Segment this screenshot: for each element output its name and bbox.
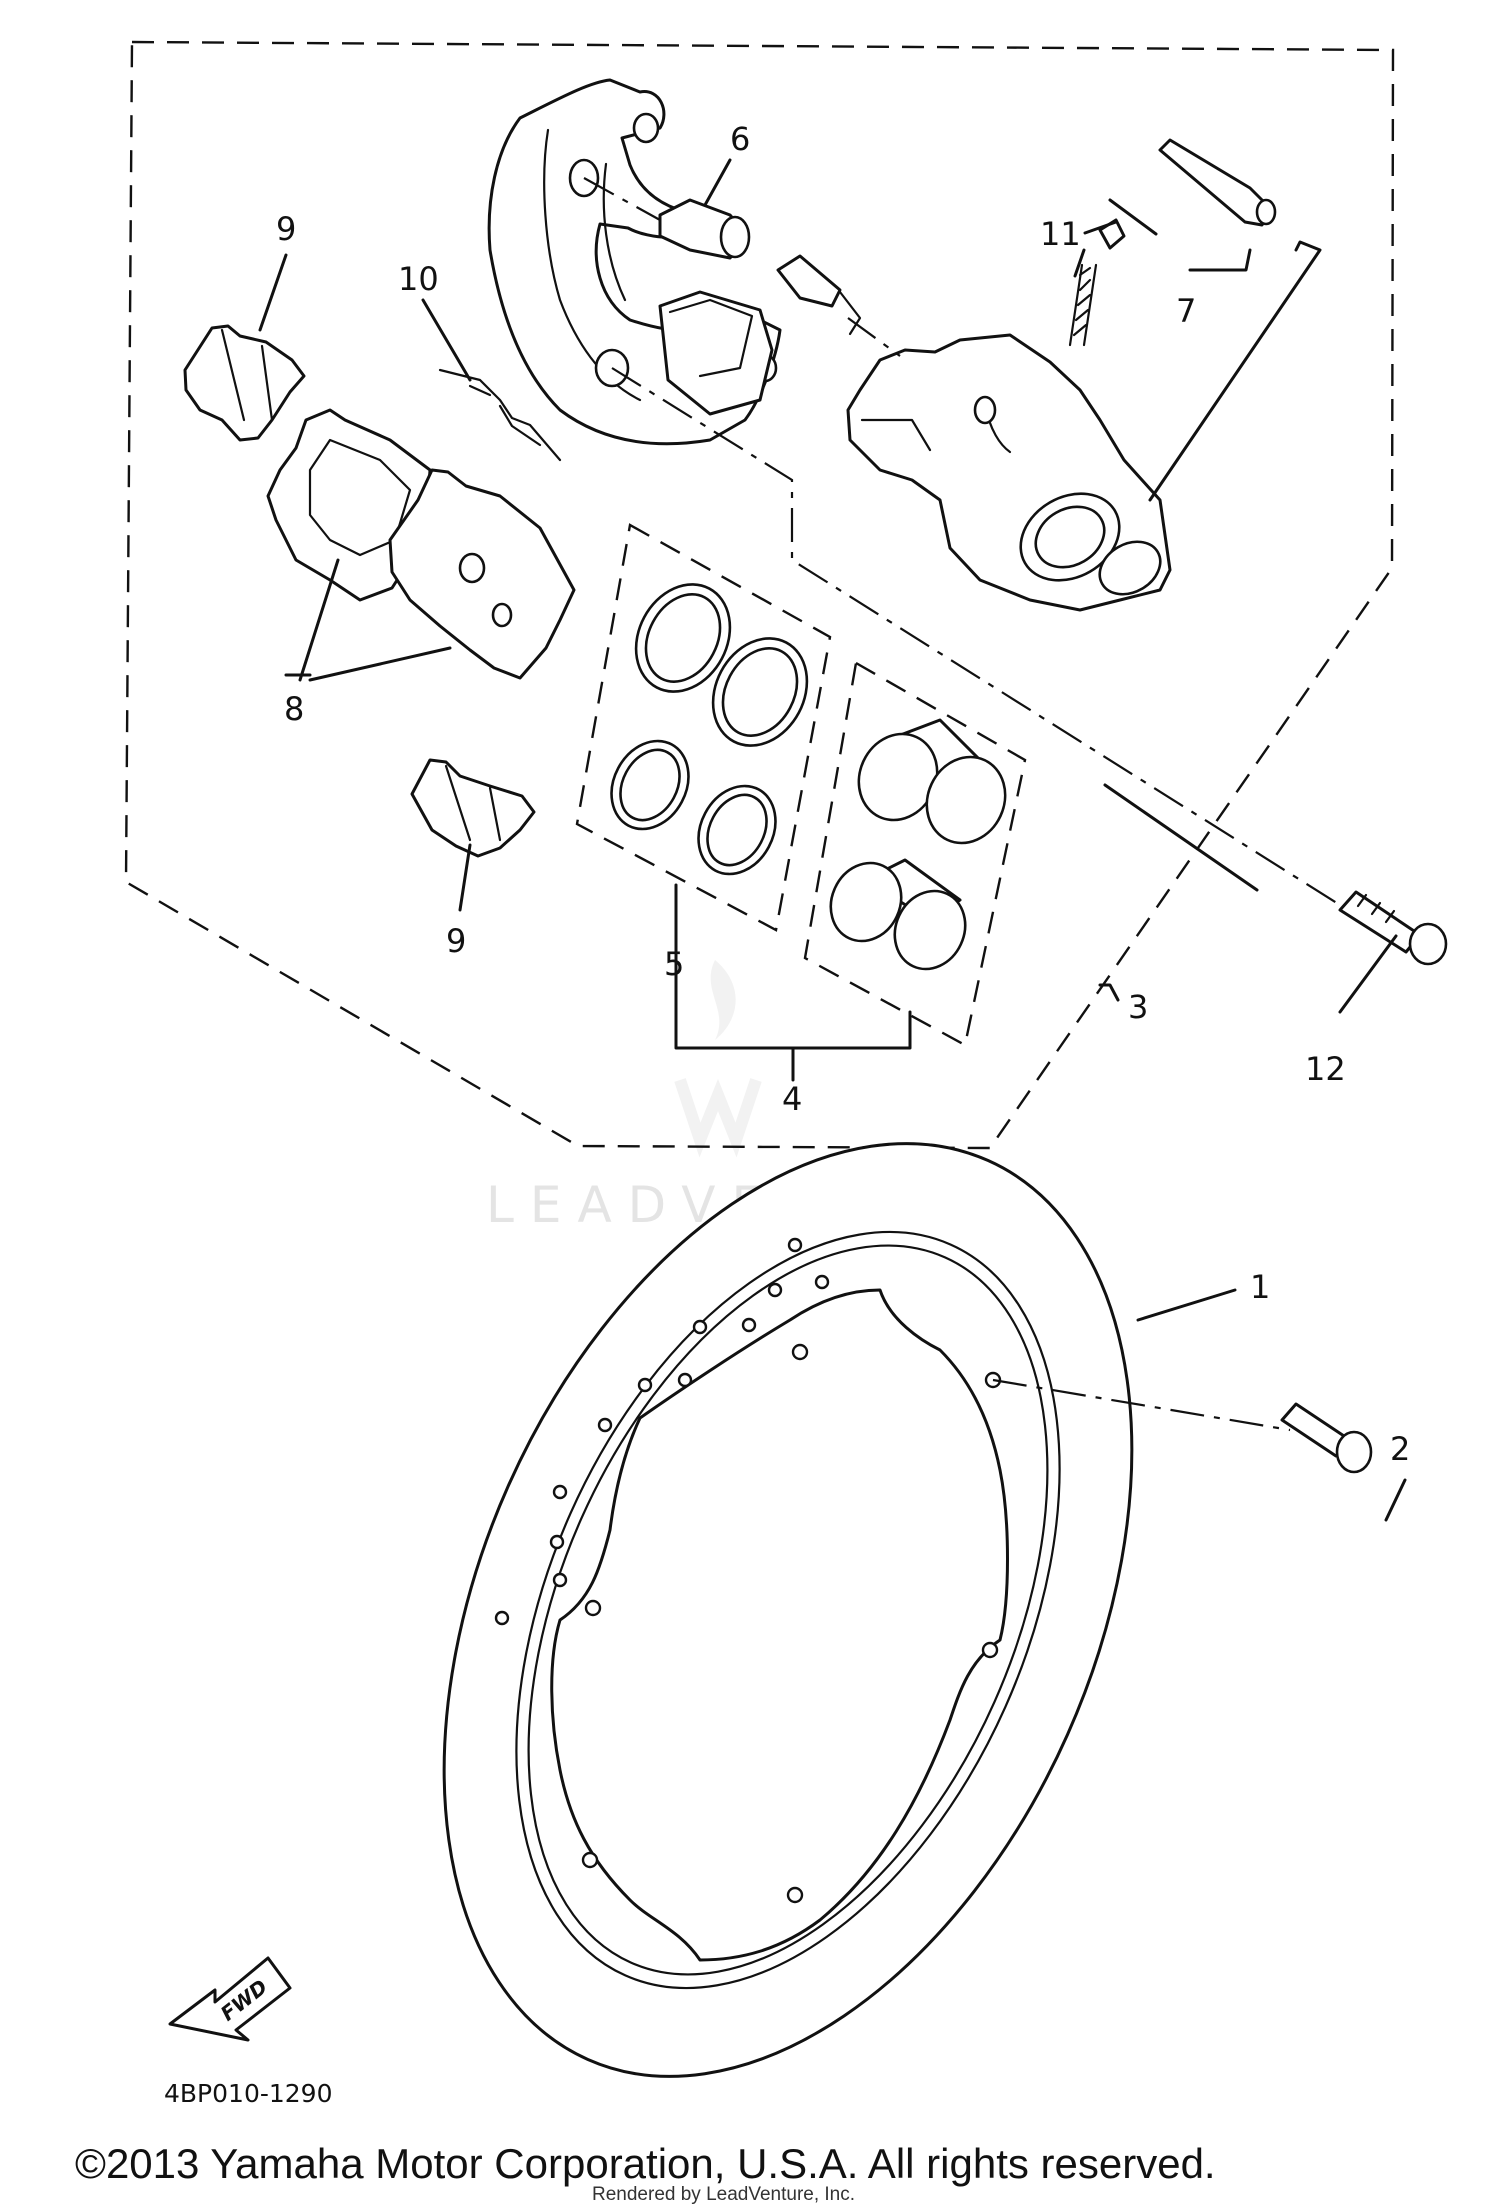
watermark-logo-icon — [674, 960, 762, 1158]
figure-code: 4BP010-1290 — [164, 2079, 333, 2108]
slide-pin-6 — [658, 198, 862, 336]
callout-3: 3 — [1128, 988, 1148, 1026]
callout-9-lower: 9 — [446, 922, 466, 960]
callout-7: 7 — [1176, 292, 1196, 330]
alignment-lines — [583, 177, 1341, 1432]
callout-5: 5 — [664, 945, 684, 983]
callout-8: 8 — [284, 690, 304, 728]
callout-1: 1 — [1250, 1268, 1270, 1306]
leader-lines — [258, 158, 1407, 1522]
callout-11: 11 — [1040, 215, 1081, 253]
pad-spring — [438, 368, 562, 462]
disc-bolt — [1280, 1402, 1373, 1474]
callout-10: 10 — [398, 260, 439, 298]
slide-pin-7 — [1158, 138, 1277, 227]
pad-clip-lower — [410, 758, 536, 858]
rendered-by-notice: Rendered by LeadVenture, Inc. — [592, 2184, 855, 2205]
callout-12: 12 — [1305, 1050, 1346, 1088]
piston-seals — [610, 583, 809, 876]
brake-pads — [266, 408, 576, 680]
callout-4: 4 — [782, 1080, 802, 1118]
caliper-bracket — [487, 78, 782, 446]
caliper-body — [846, 333, 1172, 612]
caliper-assembly-boundary — [124, 40, 1395, 1150]
piston-kit-boundary — [803, 661, 1027, 1047]
callout-9-upper: 9 — [276, 210, 296, 248]
caliper-bolt — [1338, 890, 1448, 966]
fwd-direction-arrow: FWD — [168, 1956, 292, 2042]
callout-6: 6 — [730, 120, 750, 158]
copyright-notice: ©2013 Yamaha Motor Corporation, U.S.A. A… — [75, 2140, 1216, 2187]
brake-disc — [442, 1142, 1134, 2078]
seal-kit-boundary — [575, 523, 832, 932]
pad-clip-upper — [183, 324, 306, 442]
callouts: 1 2 3 4 5 6 7 8 9 9 10 11 12 — [276, 120, 1410, 1468]
callout-2: 2 — [1390, 1430, 1410, 1468]
pistons — [829, 718, 1007, 971]
